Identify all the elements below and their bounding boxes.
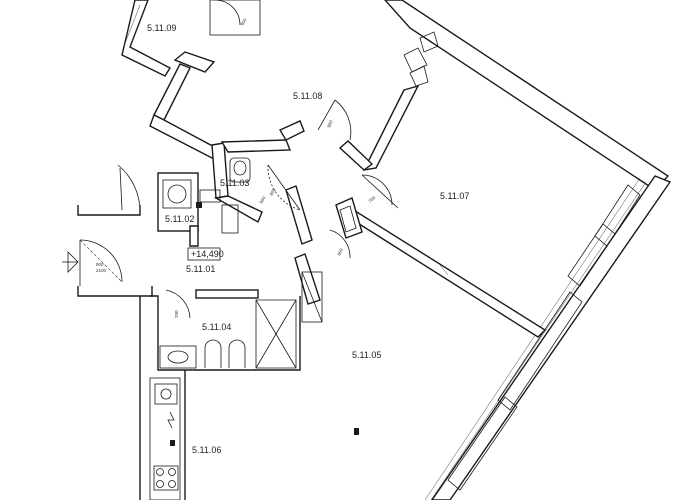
door-mark-d1: 900: [240, 17, 248, 26]
door-mark-d4: 800: [269, 187, 277, 196]
room-label-5-11-05: 5.11.05: [352, 350, 381, 360]
room-5-11-03: 5.11.03 800 800: [213, 157, 363, 259]
entry-door-leaf: [119, 167, 123, 211]
room-5-11-04: 5.11.04 700: [150, 253, 323, 371]
room-label-5-11-04: 5.11.04: [202, 322, 231, 332]
door-mark-d3: 700: [367, 195, 376, 204]
room-label-5-11-09: 5.11.09: [147, 23, 176, 33]
door-mark-d2: 900: [326, 119, 333, 128]
door-mark-d6: 900: [96, 262, 104, 267]
room-label-5-11-03: 5.11.03: [220, 178, 249, 188]
door-mark-d8: 900: [259, 195, 267, 204]
room-5-11-06: 5.11.06: [139, 296, 221, 500]
room-5-11-07: 5.11.07 700: [361, 174, 469, 209]
room-label-5-11-02: 5.11.02: [165, 214, 194, 224]
elevation-mark: +14,490: [191, 249, 224, 259]
room-label-5-11-08: 5.11.08: [293, 91, 322, 101]
door-mark-d5: 800: [336, 247, 344, 256]
door-mark-d7: 700: [174, 310, 179, 318]
room-5-11-05: 5.11.05: [352, 350, 381, 435]
room-5-11-08: 5.11.08 900: [149, 31, 439, 199]
exterior-walls: [343, 0, 672, 500]
room-label-5-11-06: 5.11.06: [192, 445, 221, 455]
door-mark-d6-bottom: 2100: [96, 268, 107, 273]
room-5-11-01: +14,490 5.11.01 900 2100: [62, 164, 224, 297]
room-5-11-09: 5.11.09 900: [121, 0, 261, 77]
room-5-11-02: 5.11.02: [157, 172, 239, 234]
room-label-5-11-07: 5.11.07: [440, 191, 469, 201]
room-label-5-11-01: 5.11.01: [186, 264, 215, 274]
